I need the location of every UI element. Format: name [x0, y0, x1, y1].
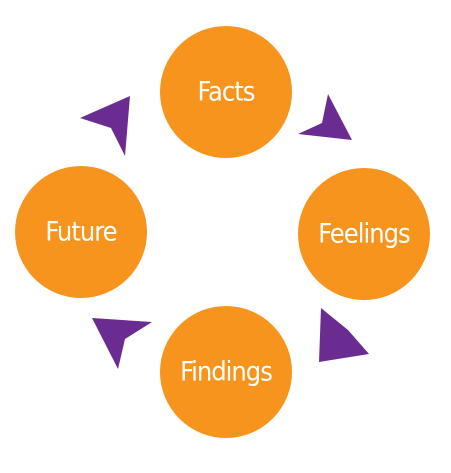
- node-feelings-label: Feelings: [318, 219, 410, 250]
- node-findings-circle: [160, 306, 292, 438]
- arrow-feelings-to-findings-icon: [319, 308, 369, 362]
- arrows: [80, 94, 369, 369]
- node-feelings-circle: [298, 168, 430, 300]
- arrow-facts-to-feelings-icon: [298, 94, 352, 140]
- arrow-future-to-facts-icon: [80, 96, 130, 156]
- node-future: Future: [15, 166, 147, 298]
- node-future-label: Future: [45, 217, 116, 248]
- node-findings-label: Findings: [180, 357, 272, 388]
- node-feelings: Feelings: [298, 168, 430, 300]
- arrow-findings-to-future-icon: [92, 318, 152, 369]
- node-facts-circle: [160, 26, 292, 158]
- node-findings: Findings: [160, 306, 292, 438]
- node-facts: Facts: [160, 26, 292, 158]
- node-future-circle: [15, 166, 147, 298]
- node-facts-label: Facts: [198, 77, 255, 108]
